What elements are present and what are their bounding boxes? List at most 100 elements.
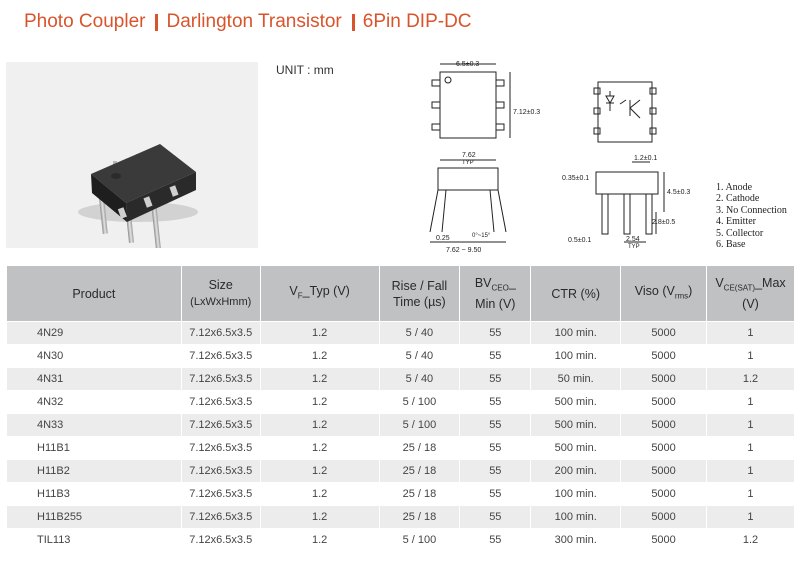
- col-ctr: CTR (%): [530, 265, 622, 322]
- cell-vcesat: 1: [705, 321, 796, 345]
- cell-viso: 5000: [620, 413, 707, 437]
- cell-size: 7.12x6.5x3.5: [180, 344, 261, 368]
- cell-vcesat: 1.2: [705, 528, 796, 552]
- cell-size: 7.12x6.5x3.5: [180, 413, 261, 437]
- cell-viso: 5000: [620, 505, 707, 529]
- cell-viso: 5000: [620, 459, 707, 483]
- cell-product: 4N31: [6, 367, 182, 391]
- pin-label: 6. Base: [716, 239, 746, 251]
- cell-size: 7.12x6.5x3.5: [180, 390, 261, 414]
- col-vcesat: VCE(SAT)_Max(V): [705, 265, 796, 322]
- cell-bvceo: 55: [459, 482, 532, 506]
- cell-rise-fall: 5 / 100: [378, 390, 461, 414]
- cell-product: H11B1: [6, 436, 182, 460]
- cell-product: 4N30: [6, 344, 182, 368]
- pin-label: 1. Anode: [716, 182, 753, 193]
- lead-width-dim: 0.35±0.1: [562, 175, 589, 182]
- cell-size: 7.12x6.5x3.5: [180, 321, 261, 345]
- cell-ctr: 100 min.: [530, 482, 622, 506]
- cell-vf: 1.2: [259, 390, 380, 414]
- cell-rise-fall: 5 / 40: [378, 321, 461, 345]
- cell-vf: 1.2: [259, 344, 380, 368]
- cell-ctr: 200 min.: [530, 459, 622, 483]
- cell-bvceo: 55: [459, 459, 532, 483]
- cell-size: 7.12x6.5x3.5: [180, 528, 261, 552]
- cell-vf: 1.2: [259, 413, 380, 437]
- cell-product: TIL113: [6, 528, 182, 552]
- cell-size: 7.12x6.5x3.5: [180, 367, 261, 391]
- cell-vcesat: 1: [705, 344, 796, 368]
- cell-ctr: 100 min.: [530, 505, 622, 529]
- spec-table: Product Size(LxWxHmm) VF_Typ (V) Rise / …: [6, 265, 796, 552]
- cell-vf: 1.2: [259, 367, 380, 391]
- cell-ctr: 100 min.: [530, 344, 622, 368]
- cell-viso: 5000: [620, 321, 707, 345]
- cell-bvceo: 55: [459, 344, 532, 368]
- pin-label: 4. Emitter: [716, 216, 756, 228]
- col-bvceo: BVCEO_Min (V): [459, 265, 532, 322]
- top-width-dim: 6.5±0.3: [456, 61, 479, 68]
- cell-vcesat: 1: [705, 482, 796, 506]
- pitch-dim: 2.54: [626, 236, 640, 243]
- cell-vcesat: 1: [705, 413, 796, 437]
- side-height-dim: 7.12±0.3: [513, 109, 540, 116]
- thickness-dim: 0.25: [436, 235, 450, 242]
- cell-bvceo: 55: [459, 321, 532, 345]
- cell-viso: 5000: [620, 390, 707, 414]
- unit-label: UNIT : mm: [276, 63, 334, 77]
- cell-product: 4N32: [6, 390, 182, 414]
- front-width-note: TYP: [462, 160, 474, 166]
- lead-length-dim: 2.8±0.5: [652, 219, 675, 226]
- cell-rise-fall: 25 / 18: [378, 436, 461, 460]
- height-dim: 4.5±0.3: [667, 189, 690, 196]
- title-package: 6Pin DIP-DC: [362, 11, 472, 32]
- schematic-symbol: [593, 81, 657, 143]
- cell-vf: 1.2: [259, 436, 380, 460]
- cell-rise-fall: 5 / 40: [378, 344, 461, 368]
- cell-size: 7.12x6.5x3.5: [180, 459, 261, 483]
- pin-width-dim: 0.5±0.1: [568, 237, 591, 244]
- cell-size: 7.12x6.5x3.5: [180, 482, 261, 506]
- cell-viso: 5000: [620, 436, 707, 460]
- cell-vf: 1.2: [259, 505, 380, 529]
- package-dimension-diagram: 6.5±0.3 7.12±0.3 7.62 TYP 0.25 0°~15° 7.…: [429, 61, 690, 254]
- pitch-top-dim: 1.2±0.1: [634, 155, 657, 162]
- cell-vf: 1.2: [259, 482, 380, 506]
- cell-viso: 5000: [620, 528, 707, 552]
- cell-vcesat: 1: [705, 436, 796, 460]
- cell-ctr: 50 min.: [530, 367, 622, 391]
- pin-label: 3. No Connection: [716, 204, 787, 216]
- title-separator: [351, 13, 355, 31]
- cell-rise-fall: 5 / 100: [378, 413, 461, 437]
- cell-vf: 1.2: [259, 321, 380, 345]
- cell-ctr: 500 min.: [530, 413, 622, 437]
- title-separator: [155, 13, 159, 31]
- cell-product: H11B2: [6, 459, 182, 483]
- cell-bvceo: 55: [459, 367, 532, 391]
- product-photo: [6, 62, 258, 250]
- table-header-row: Product Size(LxWxHmm) VF_Typ (V) Rise / …: [6, 265, 796, 322]
- angle-dim: 0°~15°: [472, 233, 491, 239]
- cell-ctr: 100 min.: [530, 321, 622, 345]
- side-view: [595, 161, 665, 243]
- cell-ctr: 300 min.: [530, 528, 622, 552]
- front-view: [429, 159, 507, 243]
- cell-vf: 1.2: [259, 528, 380, 552]
- cell-viso: 5000: [620, 367, 707, 391]
- cell-bvceo: 55: [459, 436, 532, 460]
- cell-bvceo: 55: [459, 390, 532, 414]
- cell-vcesat: 1.2: [705, 367, 796, 391]
- cell-ctr: 500 min.: [530, 390, 622, 414]
- cell-bvceo: 55: [459, 413, 532, 437]
- cell-bvceo: 55: [459, 528, 532, 552]
- cell-product: 4N29: [6, 321, 182, 345]
- cell-rise-fall: 5 / 40: [378, 367, 461, 391]
- cell-product: 4N33: [6, 413, 182, 437]
- cell-vf: 1.2: [259, 459, 380, 483]
